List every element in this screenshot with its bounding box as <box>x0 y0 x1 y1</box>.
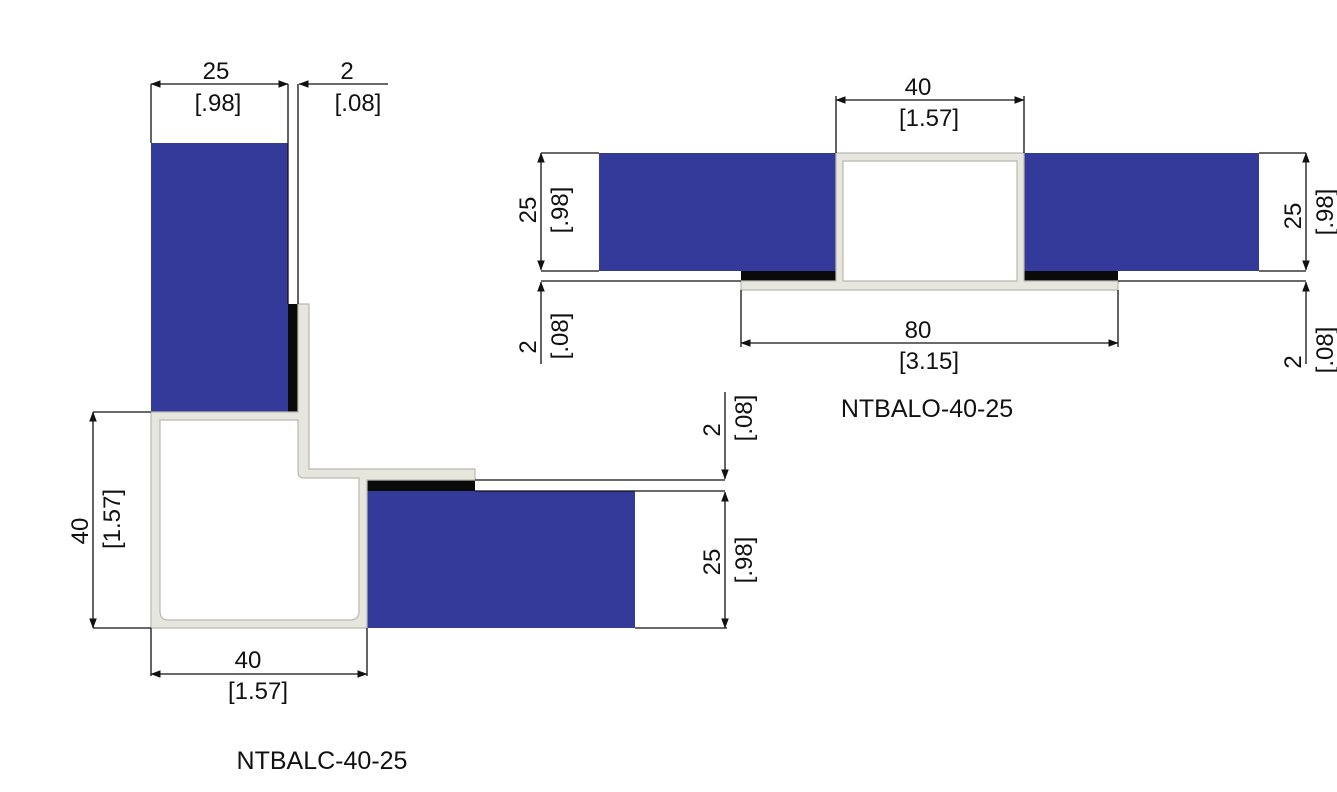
straight-right-gap-dim-mm: 2 <box>1280 355 1307 368</box>
corner-right-gap-dim-mm: 2 <box>699 423 726 436</box>
straight-right-gap-dim-in: [.08] <box>1312 327 1337 374</box>
straight-right-panel-dim-mm: 25 <box>1280 203 1307 230</box>
straight-left-gap-dim-mm: 2 <box>515 340 542 353</box>
corner-left-height-dim-mm: 40 <box>67 518 94 545</box>
corner-profile-drawing: 25 [.98] 2 [.08] 40 [1.57] 40 [1.57] 2 [… <box>67 58 758 775</box>
straight-right-panel <box>1024 153 1259 271</box>
corner-aluminium-profile <box>150 303 476 629</box>
straight-bottom-width-dim-in: [3.15] <box>899 348 959 375</box>
corner-caption: NTBALC-40-25 <box>237 747 408 775</box>
straight-profile-drawing: 40 [1.57] 80 [3.15] 25 [.98] 2 [.08] 25 … <box>515 74 1337 423</box>
corner-right-panel-dim-mm: 25 <box>699 549 726 576</box>
straight-caption: NTBALO-40-25 <box>841 395 1013 423</box>
straight-left-gap-dim-in: [.08] <box>547 313 574 360</box>
straight-left-gasket <box>741 271 836 281</box>
corner-bottom-width-dim-mm: 40 <box>235 647 262 674</box>
straight-top-width-dim-mm: 40 <box>905 74 932 101</box>
corner-bottom-width-dim-in: [1.57] <box>228 678 288 705</box>
corner-top-panel-dim-in: [.98] <box>195 90 242 117</box>
straight-left-panel-dim-mm: 25 <box>515 197 542 224</box>
straight-right-gasket <box>1024 271 1118 281</box>
corner-right-panel <box>367 491 635 628</box>
corner-top-gap-dim-in: [.08] <box>335 90 382 117</box>
corner-left-height-dim-in: [1.57] <box>99 489 126 549</box>
corner-top-gasket <box>288 304 298 412</box>
corner-top-panel <box>151 143 288 412</box>
straight-left-panel-dim-in: [.98] <box>547 187 574 234</box>
straight-right-panel-dim-in: [.98] <box>1312 189 1337 236</box>
corner-top-gap-dim-mm: 2 <box>340 58 353 85</box>
corner-top-panel-dim-mm: 25 <box>203 58 230 85</box>
corner-right-gap-dim-in: [.08] <box>731 395 758 442</box>
straight-top-width-dim-in: [1.57] <box>899 105 959 132</box>
corner-right-gasket <box>367 480 475 491</box>
straight-left-panel <box>599 153 836 271</box>
corner-right-panel-dim-in: [.98] <box>731 537 758 584</box>
straight-bottom-width-dim-mm: 80 <box>905 317 932 344</box>
